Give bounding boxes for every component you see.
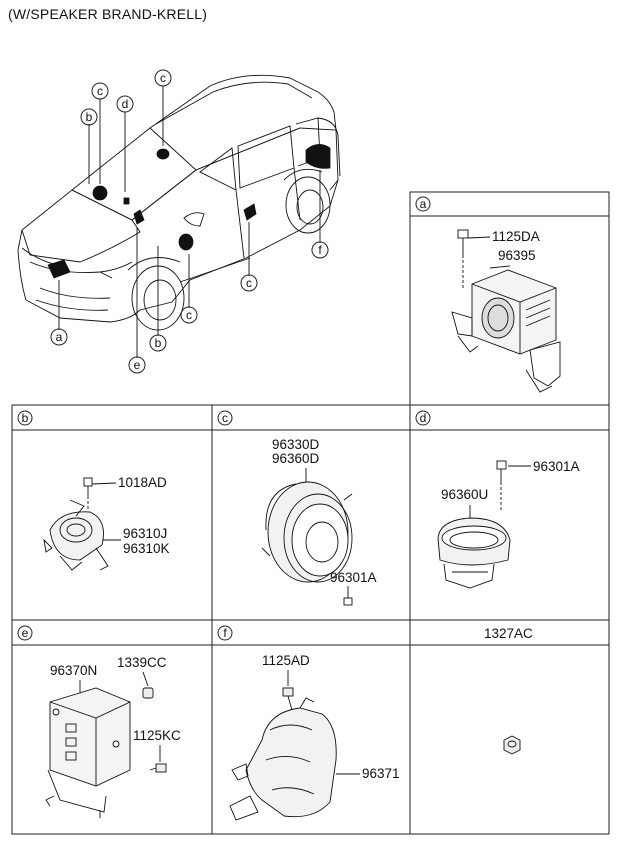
callout-c-lower: c [180, 306, 198, 324]
svg-text:96301A: 96301A [533, 459, 580, 474]
bolt-icon [496, 460, 507, 512]
speaker-icon [261, 481, 353, 583]
svg-text:1018AD: 1018AD [118, 475, 167, 490]
svg-text:d: d [122, 97, 129, 111]
svg-text:96370N: 96370N [50, 663, 97, 678]
svg-text:c: c [160, 71, 166, 85]
tweeter-icon [43, 499, 109, 571]
svg-text:b: b [86, 110, 93, 124]
svg-text:b: b [155, 336, 162, 350]
svg-text:1125DA: 1125DA [492, 229, 540, 244]
svg-text:1125KC: 1125KC [133, 728, 181, 743]
callout-a: a [50, 328, 68, 346]
panel-d: d 96301A 96360U [409, 404, 610, 621]
svg-text:96330D: 96330D [272, 437, 320, 452]
svg-text:a: a [56, 330, 63, 344]
panel-f: f 1125AD 96371 [211, 619, 411, 835]
svg-text:96310K: 96310K [123, 541, 170, 556]
svg-text:96301A: 96301A [330, 570, 377, 585]
callout-b-upper: b [80, 108, 98, 126]
diagram-title: (W/SPEAKER BRAND-KRELL) [8, 6, 208, 22]
svg-text:e: e [22, 626, 29, 640]
svg-text:c: c [246, 276, 252, 290]
panel-b: b 1018AD 96310J 96310K [11, 404, 213, 621]
svg-text:1327AC: 1327AC [484, 626, 533, 641]
callout-d: d [116, 95, 134, 113]
svg-text:b: b [22, 411, 29, 425]
svg-text:1339CC: 1339CC [117, 655, 167, 670]
bolt-icon [83, 477, 93, 510]
svg-text:96371: 96371 [362, 766, 400, 781]
svg-text:a: a [420, 197, 427, 211]
panel-c: c 96330D 96360D 96301A [211, 404, 411, 621]
bolt-icon [282, 687, 294, 711]
bolt-icon [457, 229, 469, 290]
amplifier-icon [451, 269, 561, 393]
bolt-icon [149, 763, 167, 773]
callout-e: e [128, 356, 146, 374]
svg-text:96310J: 96310J [123, 526, 167, 541]
panel-e: e 96370N 1339CC 1125KC [11, 619, 213, 835]
svg-text:96395: 96395 [498, 248, 536, 263]
callout-b-lower: b [149, 334, 167, 352]
panel-g: 1327AC [409, 619, 610, 835]
mid-speaker-icon [437, 517, 511, 589]
bolt-icon [343, 597, 353, 606]
callout-c-side: c [240, 274, 258, 292]
svg-text:96360D: 96360D [272, 451, 320, 466]
callout-c-upper: c [91, 82, 109, 100]
nut-icon [142, 687, 154, 699]
svg-text:d: d [420, 411, 427, 425]
subwoofer-icon [229, 697, 337, 821]
svg-text:f: f [318, 243, 322, 257]
svg-text:96360U: 96360U [441, 487, 488, 502]
car-overview-icon [17, 74, 341, 331]
control-module-icon [45, 687, 131, 818]
svg-text:1125AD: 1125AD [262, 653, 310, 668]
nut-icon [503, 735, 521, 755]
callout-c-roof: c [154, 69, 172, 87]
svg-text:c: c [222, 411, 228, 425]
panel-a: a 1125DA 96395 [409, 191, 610, 406]
svg-text:c: c [97, 84, 103, 98]
svg-text:c: c [186, 308, 192, 322]
svg-text:e: e [134, 358, 141, 372]
callout-f: f [311, 241, 329, 259]
svg-text:f: f [223, 626, 227, 640]
